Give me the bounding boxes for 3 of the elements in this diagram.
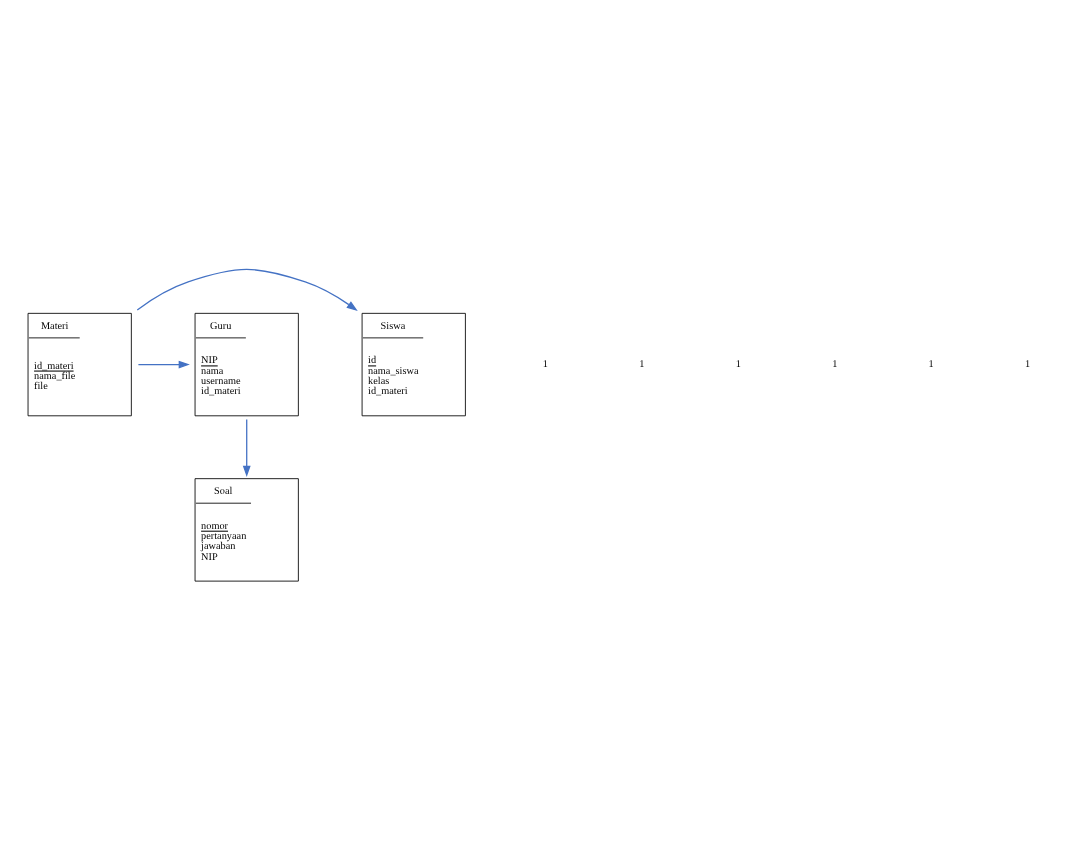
arrow (136, 268, 358, 312)
arrow (242, 418, 251, 478)
arrow (137, 360, 190, 369)
